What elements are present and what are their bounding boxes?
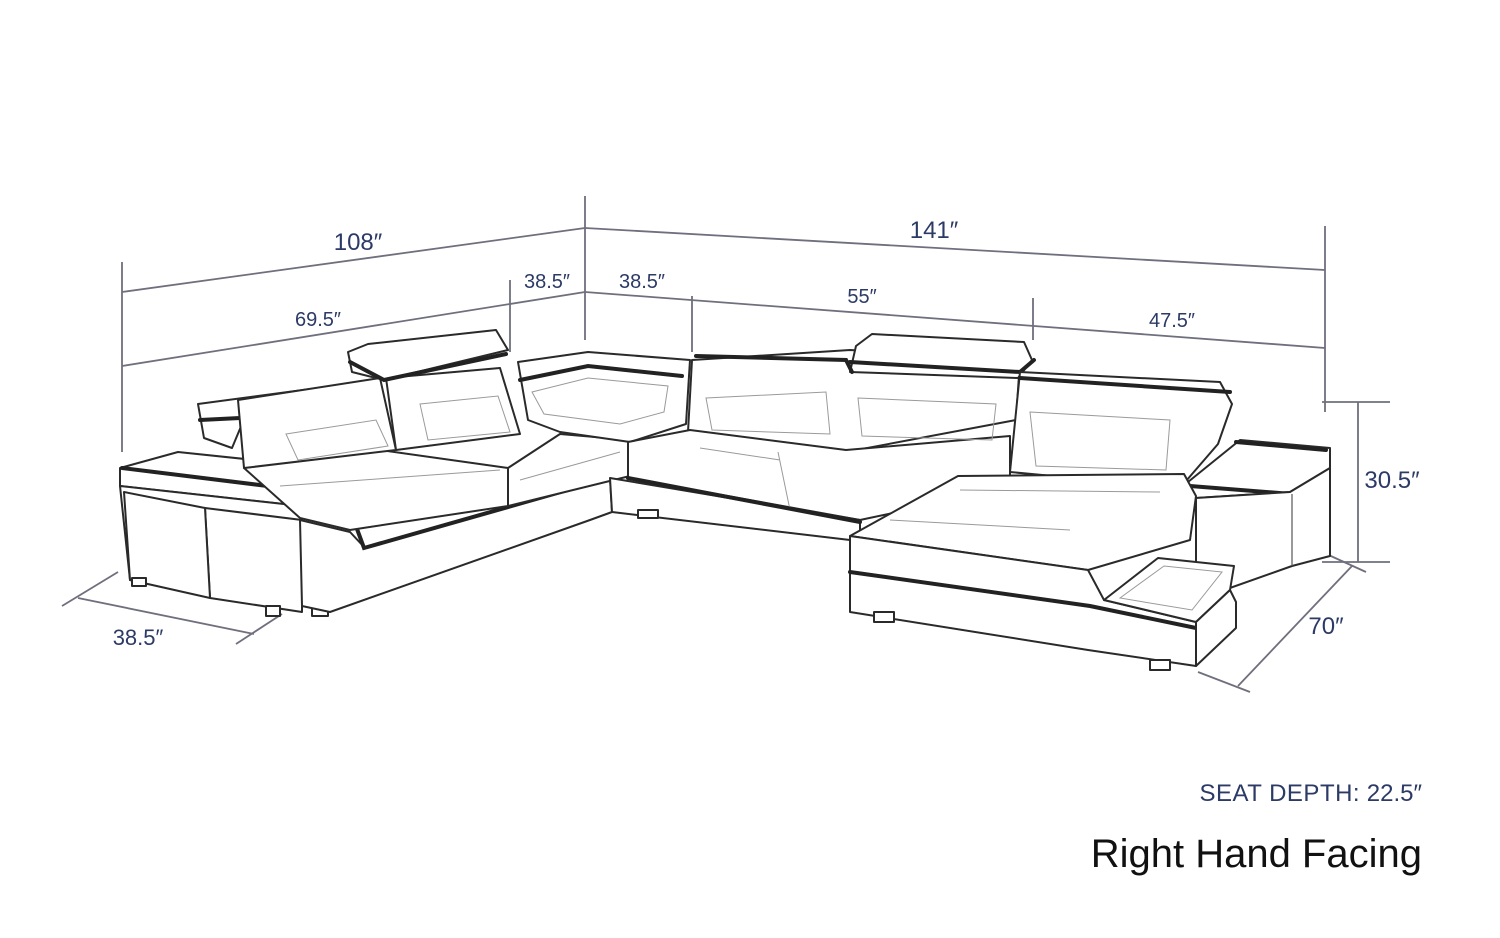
corner-back (517, 351, 691, 443)
dim-line-69-5 (121, 291, 586, 367)
label-30-5: 30.5″ (1364, 467, 1420, 494)
glass-table-sketch (1118, 565, 1223, 611)
left-backrest-2 (385, 367, 521, 451)
left-foot-a (131, 577, 147, 587)
glass-table-side (1195, 589, 1237, 667)
dimension-labels: 108″ 141″ 38.5″ 38.5″ 69.5″ 55″ 47.5″ 30… (113, 217, 1420, 650)
label-69-5: 69.5″ (295, 309, 341, 331)
label-47-5: 47.5″ (1149, 310, 1195, 332)
dim-line-left-38-5 (77, 597, 255, 635)
left-seat-sketch (279, 451, 621, 487)
glass-table-top (1103, 557, 1235, 623)
left-pillow-1 (285, 419, 389, 461)
left-ottoman-top (123, 491, 211, 599)
label-left-38-5: 38.5″ (113, 625, 164, 650)
chaise-foot-a (873, 611, 895, 623)
label-55: 55″ (847, 286, 876, 308)
seat-depth-label: SEAT DEPTH: (1199, 780, 1361, 807)
middle-pillow-1 (705, 391, 831, 435)
chaise-foot-b (1149, 659, 1171, 671)
dim-line-108 (121, 227, 586, 293)
dim-line-right-tier (584, 291, 1326, 349)
middle-seat-divider (699, 447, 791, 511)
label-141: 141″ (910, 217, 959, 244)
orientation-title: Right Hand Facing (1090, 832, 1422, 876)
label-70: 70″ (1308, 613, 1344, 640)
dim-line-70 (1237, 565, 1353, 687)
middle-foot (637, 509, 659, 519)
right-back (1009, 371, 1233, 489)
left-ottoman (204, 507, 303, 613)
chaise-base-trim (848, 570, 1198, 630)
label-corner-left: 38.5″ (524, 271, 570, 293)
ext-left-depth-b (235, 613, 283, 645)
label-108: 108″ (334, 229, 383, 256)
right-back-trim (1018, 376, 1232, 394)
dim-line-141 (584, 227, 1326, 271)
corner-back-trim (518, 363, 684, 382)
left-headrest (347, 329, 509, 381)
left-pillow-2 (419, 395, 511, 441)
chaise-seat-sketch (889, 489, 1161, 531)
middle-pillow-2 (857, 397, 997, 441)
dimension-lines (61, 196, 1390, 693)
left-foot-b (265, 605, 281, 617)
ext-chaise-b (1197, 671, 1251, 693)
corner-inner (531, 377, 669, 425)
seat-depth-note: SEAT DEPTH: 22.5″ (1199, 780, 1422, 808)
right-pillow (1029, 411, 1171, 471)
left-headrest-trim (348, 352, 508, 383)
middle-base-trim (626, 476, 862, 524)
seat-depth-value: 22.5″ (1366, 780, 1422, 807)
ext-left-depth-a (61, 571, 119, 607)
sofa-drawing (119, 329, 1331, 671)
label-corner-right: 38.5″ (619, 271, 665, 293)
middle-back-trim (694, 354, 854, 374)
